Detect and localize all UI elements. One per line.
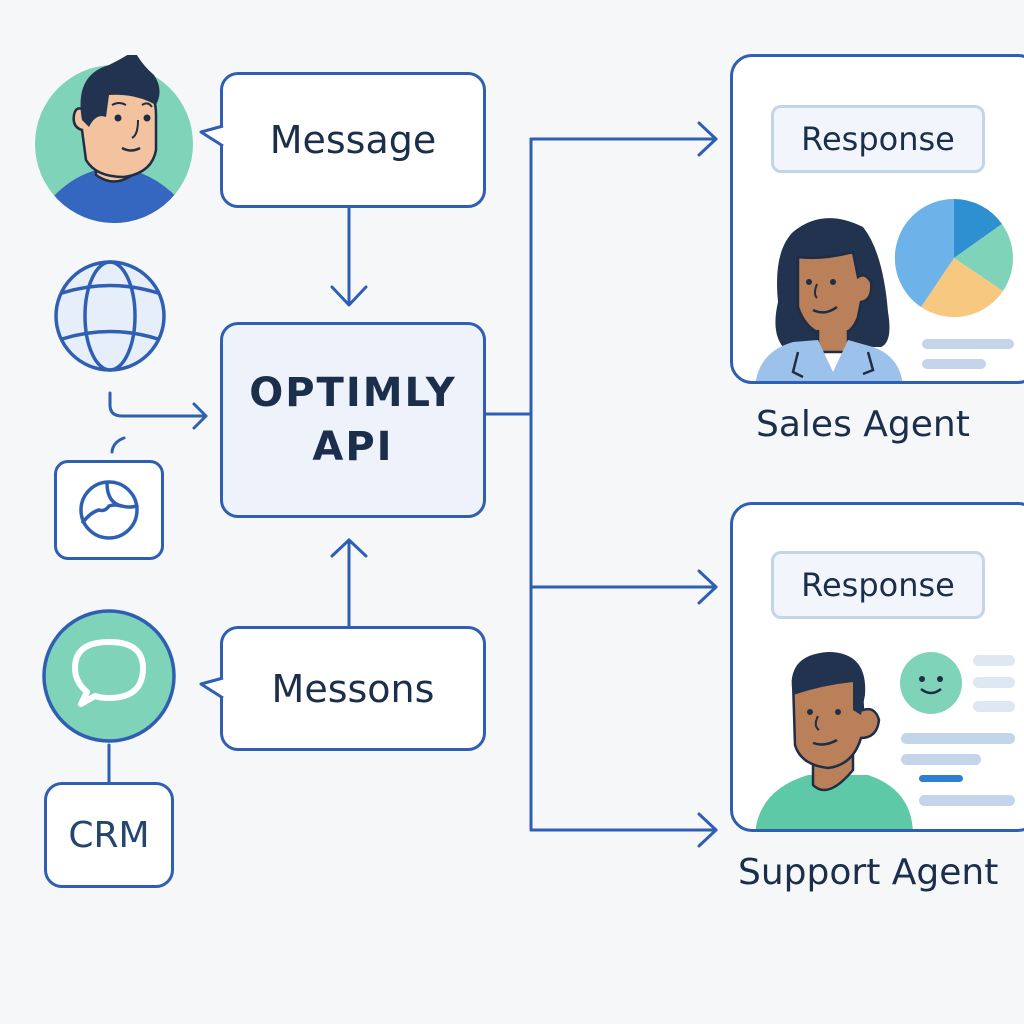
support-agent-avatar xyxy=(755,652,913,829)
arrowhead-support xyxy=(697,569,718,605)
smiley-icon xyxy=(900,652,962,714)
sales-agent-name: Sales Agent xyxy=(756,404,970,445)
user-avatar-icon xyxy=(35,55,193,223)
bubble-tail-icon xyxy=(199,124,224,148)
widget-signal-arc xyxy=(110,436,126,454)
messons-bubble: Messons xyxy=(220,626,486,751)
messons-label: Messons xyxy=(271,666,435,711)
arrow-globe-to-api xyxy=(108,391,207,418)
crm-box: CRM xyxy=(44,782,174,888)
text-line-placeholder xyxy=(973,677,1015,688)
text-line-placeholder xyxy=(922,339,1014,349)
web-widget-box xyxy=(54,460,164,560)
text-line-placeholder xyxy=(973,701,1015,712)
text-line-placeholder xyxy=(901,733,1015,744)
sales-agent-avatar xyxy=(755,218,903,381)
arrowhead-right xyxy=(192,402,208,430)
text-line-placeholder xyxy=(919,795,1015,806)
highlight-line xyxy=(919,775,963,782)
support-agent-name: Support Agent xyxy=(738,852,999,893)
support-response-badge: Response xyxy=(771,551,985,619)
message-label: Message xyxy=(269,118,437,162)
crm-label: CRM xyxy=(68,814,150,856)
web-widget-icon xyxy=(79,480,139,540)
optimly-api-box: OPTIMLY API xyxy=(220,322,486,518)
support-agent-card: Response xyxy=(730,502,1024,832)
pie-chart-icon xyxy=(894,198,1013,318)
api-title-line1: OPTIMLY xyxy=(249,370,457,416)
sales-agent-card: Response xyxy=(730,54,1024,384)
api-title: OPTIMLY API xyxy=(249,366,457,474)
arrowhead-bottom xyxy=(697,812,718,848)
text-line-placeholder xyxy=(922,359,986,369)
arrowhead-down xyxy=(330,285,368,307)
globe-icon xyxy=(54,260,166,372)
arrowhead-sales xyxy=(697,121,718,157)
arrowhead-up xyxy=(330,538,368,558)
bubble-tail-icon xyxy=(199,676,224,700)
message-bubble: Message xyxy=(220,72,486,208)
text-line-placeholder xyxy=(973,655,1015,666)
text-line-placeholder xyxy=(901,754,981,765)
chat-bubble-icon xyxy=(42,609,176,743)
sales-response-badge: Response xyxy=(771,105,985,173)
api-title-line2: API xyxy=(312,424,394,470)
